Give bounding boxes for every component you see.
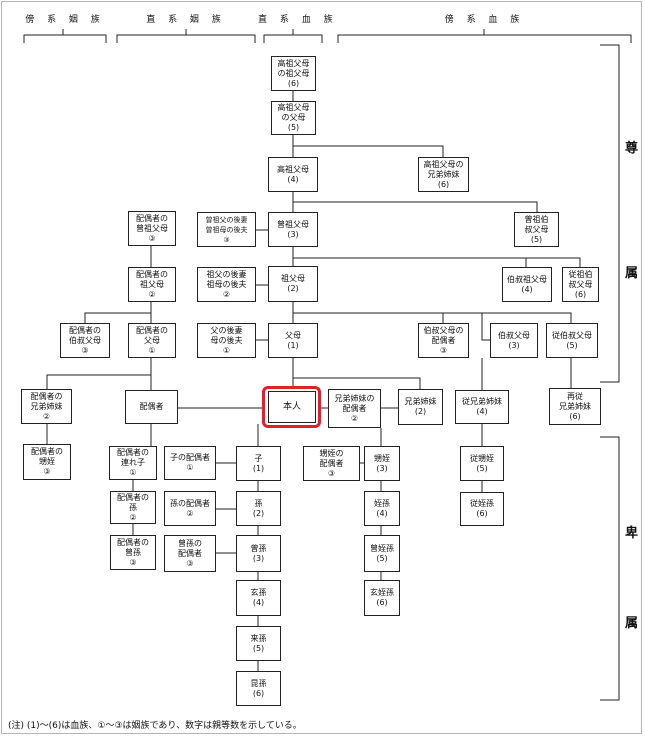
header-collateral-affinity: 傍 系 姻 族 — [25, 15, 105, 25]
node-soutetsuson: 曾姪孫(5) — [364, 535, 400, 572]
node-haigusha: 配偶者 — [125, 390, 178, 424]
footnote: (注) (1)～(6)は血族、①～③は姻族であり、数字は親等数を示している。 — [8, 721, 302, 731]
side-label-descendant-1: 卑 — [625, 526, 639, 541]
node-sofubo: 祖父母(2) — [268, 266, 318, 302]
node-koso: 高祖父母(4) — [268, 157, 318, 192]
node-ju-kyodai: 従兄弟姉妹(4) — [455, 390, 509, 424]
side-label-ascendant-1: 尊 — [625, 141, 639, 156]
node-gen-tetsuson: 玄姪孫(6) — [364, 580, 400, 616]
node-tetsuson: 姪孫(4) — [364, 491, 400, 526]
node-ju-oimei: 従甥姪(5) — [460, 446, 504, 481]
node-raison: 来孫(5) — [236, 626, 281, 661]
self-highlight-ring — [262, 386, 321, 428]
node-ko: 子(1) — [236, 446, 281, 481]
node-hakushuku-sofubo: 伯叔祖父母(4) — [502, 267, 552, 302]
node-sosofubo: 曾祖父母(3) — [268, 212, 318, 247]
node-sosohaku: 曾祖伯叔父母(5) — [514, 212, 559, 247]
header-lineal-blood: 直 系 血 族 — [258, 15, 338, 25]
node-sai-ju-kyodai: 再従兄弟姉妹(6) — [549, 388, 601, 425]
node-kyodai: 兄弟姉妹(2) — [398, 389, 443, 425]
node-hakushuku: 伯叔父母(3) — [490, 323, 538, 358]
header-collateral-blood: 傍 系 血 族 — [444, 15, 525, 25]
node-oimei: 甥姪(3) — [364, 446, 400, 481]
node-himago: 曾孫(3) — [236, 535, 281, 572]
node-mago: 孫(2) — [236, 491, 281, 526]
header-lineal-affinity: 直 系 姻 族 — [146, 15, 226, 25]
node-fubo: 父母(1) — [268, 323, 318, 358]
node-honnin: 本人 — [268, 391, 316, 423]
side-label-ascendant-2: 属 — [625, 266, 639, 281]
node-genson: 玄孫(4) — [236, 580, 281, 616]
node-koso-fubo: 高祖父母の父母(5) — [271, 101, 316, 135]
node-ju-tetsuson: 従姪孫(6) — [460, 492, 504, 526]
node-ju-hakushuku: 従伯叔父母(5) — [546, 323, 598, 358]
node-koso-sofubo: 高祖父母の祖父母(6) — [271, 56, 316, 91]
node-koso-kyodai: 高祖父母の兄弟姉妹(6) — [418, 157, 469, 192]
node-ju-sohaku: 従祖伯叔父母(6) — [562, 267, 599, 302]
side-label-descendant-2: 属 — [625, 616, 639, 631]
node-konson: 昆孫(6) — [236, 671, 281, 706]
